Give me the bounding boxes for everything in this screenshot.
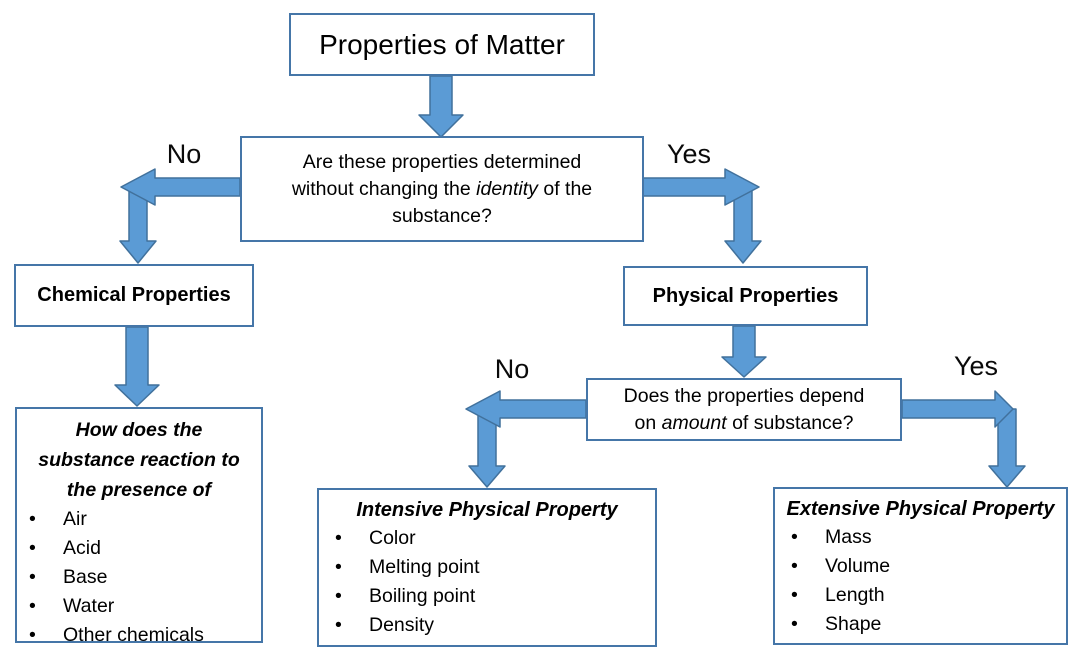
decision-identity-box: Are these properties determined without … [240, 136, 644, 242]
list-item-label: Melting point [369, 556, 480, 578]
decision2-line2-pre: on [634, 411, 662, 434]
list-item-label: Length [825, 584, 885, 606]
decision-amount-box: Does the properties depend on amount of … [586, 378, 902, 441]
list-item-label: Volume [825, 555, 891, 577]
list-item-label: Density [369, 614, 435, 636]
list-item: • Other chemicals [29, 621, 261, 650]
arrow-yes-branch-2 [902, 390, 1026, 488]
list-item: • Volume [791, 552, 1066, 581]
bullet-icon: • [791, 613, 798, 635]
list-item: • Water [29, 592, 261, 621]
decision1-line2-post: of the [537, 177, 593, 200]
bullet-icon: • [29, 566, 36, 588]
list-item-label: Color [369, 527, 416, 549]
chemical-details-heading: How does the substance reaction to the p… [17, 415, 261, 505]
decision1-line2-italic: identity [476, 177, 538, 200]
decision2-line2-post: of substance? [726, 411, 854, 434]
bullet-icon: • [335, 527, 342, 549]
list-item: • Mass [791, 523, 1066, 552]
chemical-details-list: • Air • Acid • Base • Water • Other chemicals [17, 505, 261, 650]
decision2-line2-italic: amount [661, 411, 727, 434]
page-title: Properties of Matter [319, 28, 565, 60]
list-item: • Shape [791, 610, 1066, 639]
extensive-property-box: Extensive Physical Property • Mass • Volum… [773, 487, 1068, 645]
arrow-title-to-decision1 [418, 76, 464, 138]
branch-label-yes-2: Yes [953, 351, 999, 381]
physical-properties-label: Physical Properties [652, 284, 839, 307]
list-item: • Melting point [335, 553, 655, 582]
list-item-label: Mass [825, 526, 872, 548]
list-item: • Base [29, 563, 261, 592]
list-item: • Color [335, 524, 655, 553]
heading-line: substance reaction to [38, 449, 240, 471]
extensive-list: • Mass • Volume • Length • Shape [775, 523, 1066, 639]
arrow-no-branch-2 [465, 390, 586, 488]
list-item: • Boiling point [335, 582, 655, 611]
decision1-line2: without changing the identity of the [292, 176, 592, 203]
bullet-icon: • [29, 595, 36, 617]
branch-label-no-2: No [494, 354, 530, 384]
list-item-label: Water [63, 595, 115, 617]
intensive-heading: Intensive Physical Property [356, 499, 618, 521]
list-item-label: Other chemicals [63, 624, 204, 646]
decision2-line2: on amount of substance? [635, 410, 854, 437]
chemical-properties-label: Chemical Properties [37, 284, 231, 306]
bullet-icon: • [791, 555, 798, 577]
list-item: • Density [335, 611, 655, 640]
arrow-yes-branch-1 [643, 168, 762, 264]
list-item-label: Shape [825, 613, 882, 635]
intensive-property-box: Intensive Physical Property • Color • Melt… [317, 488, 657, 647]
arrow-no-branch-1 [119, 168, 240, 264]
title-box: Properties of Matter [289, 13, 595, 76]
physical-properties-box: Physical Properties [623, 266, 868, 326]
list-item-label: Boiling point [369, 585, 476, 607]
list-item: • Length [791, 581, 1066, 610]
list-item: • Air [29, 505, 261, 534]
bullet-icon: • [29, 537, 36, 559]
list-item-label: Base [63, 566, 108, 588]
list-item-label: Acid [63, 537, 101, 559]
bullet-icon: • [791, 584, 798, 606]
intensive-list: • Color • Melting point • Boiling point • De… [319, 524, 655, 640]
branch-label-yes-1: Yes [666, 139, 712, 169]
decision1-line3: substance? [392, 204, 492, 227]
branch-label-no-1: No [166, 139, 202, 169]
chemical-details-box: How does the substance reaction to the p… [15, 407, 263, 646]
chemical-properties-box: Chemical Properties [14, 264, 254, 327]
decision1-line2-pre: without changing the [291, 177, 477, 200]
list-item-label: Air [63, 508, 87, 530]
bullet-icon: • [29, 508, 36, 530]
list-item: • Acid [29, 534, 261, 563]
bullet-icon: • [335, 585, 342, 607]
bullet-icon: • [335, 556, 342, 578]
arrow-physical-to-decision2 [721, 326, 767, 378]
bullet-icon: • [791, 526, 798, 548]
heading-line: How does the [75, 419, 203, 441]
decision1-line1: Are these properties determined [302, 150, 582, 173]
extensive-heading: Extensive Physical Property [786, 498, 1055, 520]
bullet-icon: • [29, 624, 36, 646]
heading-line: the presence of [66, 479, 212, 501]
bullet-icon: • [335, 614, 342, 636]
decision2-line1: Does the properties depend [623, 384, 865, 407]
arrow-chemical-to-details [114, 327, 160, 407]
